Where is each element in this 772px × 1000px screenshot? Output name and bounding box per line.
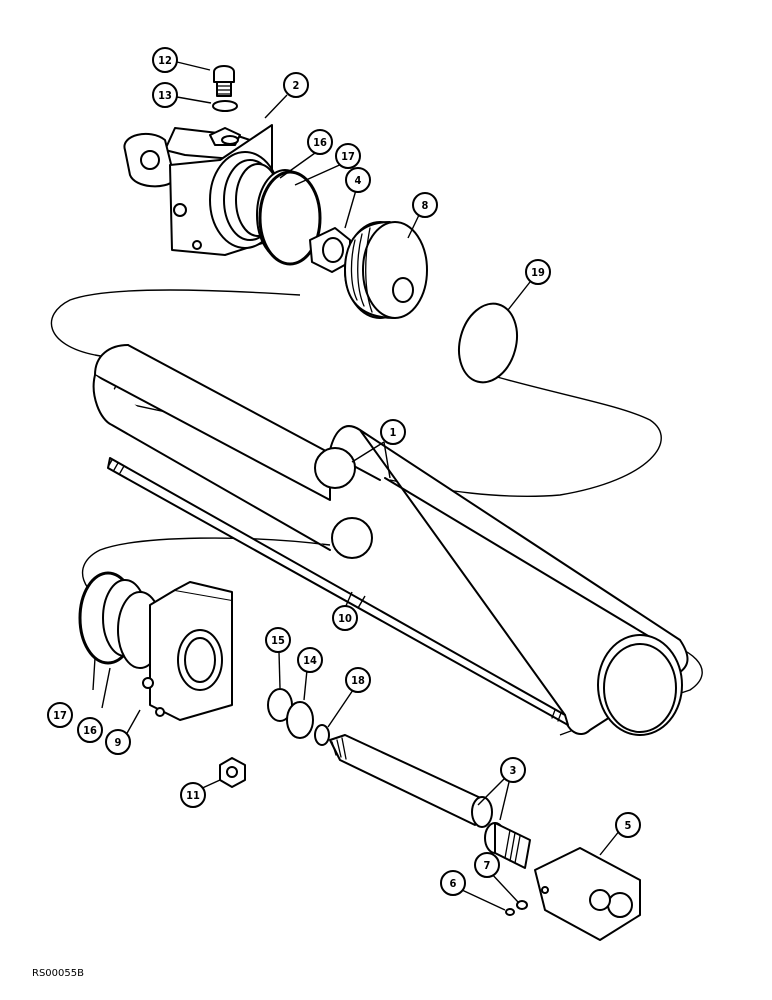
svg-text:8: 8 bbox=[422, 199, 429, 212]
callout-10: 10 bbox=[332, 605, 358, 631]
callout-18: 18 bbox=[345, 667, 371, 693]
callout-8: 8 bbox=[412, 192, 438, 218]
callout-5: 5 bbox=[615, 812, 641, 838]
tie-rod bbox=[107, 457, 569, 726]
svg-text:3: 3 bbox=[510, 764, 517, 777]
callout-16-top: 16 bbox=[307, 129, 333, 155]
drawing-reference-code: RS00055B bbox=[32, 968, 84, 979]
svg-text:12: 12 bbox=[158, 54, 172, 67]
callout-19: 19 bbox=[525, 259, 551, 285]
svg-text:14: 14 bbox=[303, 654, 317, 667]
head-gland-top bbox=[123, 124, 281, 256]
head-base-bottom bbox=[78, 571, 233, 721]
callout-4: 4 bbox=[345, 167, 371, 193]
callout-12: 12 bbox=[152, 47, 178, 73]
svg-text:13: 13 bbox=[158, 89, 172, 102]
set-screw-7 bbox=[516, 900, 528, 910]
callout-17-top: 17 bbox=[335, 143, 361, 169]
leader-lines bbox=[92, 61, 621, 911]
callout-14: 14 bbox=[297, 647, 323, 673]
callout-2: 2 bbox=[283, 72, 309, 98]
callout-3: 3 bbox=[500, 757, 526, 783]
svg-text:4: 4 bbox=[355, 174, 362, 187]
svg-text:10: 10 bbox=[338, 612, 352, 625]
callout-17-bottom: 17 bbox=[47, 702, 73, 728]
o-ring-13 bbox=[212, 100, 238, 112]
callout-11: 11 bbox=[180, 782, 206, 808]
svg-text:16: 16 bbox=[83, 724, 97, 737]
svg-text:5: 5 bbox=[625, 819, 632, 832]
piston-rod bbox=[329, 734, 493, 828]
svg-text:7: 7 bbox=[484, 859, 491, 872]
svg-text:11: 11 bbox=[186, 789, 200, 802]
ring-14 bbox=[286, 701, 314, 739]
ball-6 bbox=[505, 908, 515, 916]
svg-text:9: 9 bbox=[115, 736, 122, 749]
o-ring-19 bbox=[458, 302, 518, 384]
callout-13: 13 bbox=[152, 82, 178, 108]
svg-text:18: 18 bbox=[351, 674, 365, 687]
callout-6: 6 bbox=[440, 870, 466, 896]
callout-16-bottom: 16 bbox=[77, 717, 103, 743]
svg-text:1: 1 bbox=[390, 426, 397, 439]
plug-12 bbox=[213, 65, 235, 97]
o-ring-18 bbox=[314, 724, 330, 746]
nut-11 bbox=[219, 757, 246, 788]
svg-text:15: 15 bbox=[271, 634, 285, 647]
rod-end-threaded bbox=[484, 822, 531, 869]
svg-text:6: 6 bbox=[450, 877, 457, 890]
callout-15: 15 bbox=[265, 627, 291, 653]
callout-7: 7 bbox=[474, 852, 500, 878]
callout-9: 9 bbox=[105, 729, 131, 755]
piston-8 bbox=[344, 221, 428, 319]
svg-text:16: 16 bbox=[313, 136, 327, 149]
cylinder-barrel bbox=[92, 344, 689, 736]
svg-text:17: 17 bbox=[53, 709, 67, 722]
clevis bbox=[534, 847, 641, 941]
o-ring-17-top bbox=[258, 170, 322, 266]
callout-1: 1 bbox=[380, 419, 406, 445]
svg-text:19: 19 bbox=[531, 266, 545, 279]
nut-4 bbox=[309, 227, 351, 273]
svg-text:2: 2 bbox=[293, 79, 300, 92]
svg-text:17: 17 bbox=[341, 150, 355, 163]
